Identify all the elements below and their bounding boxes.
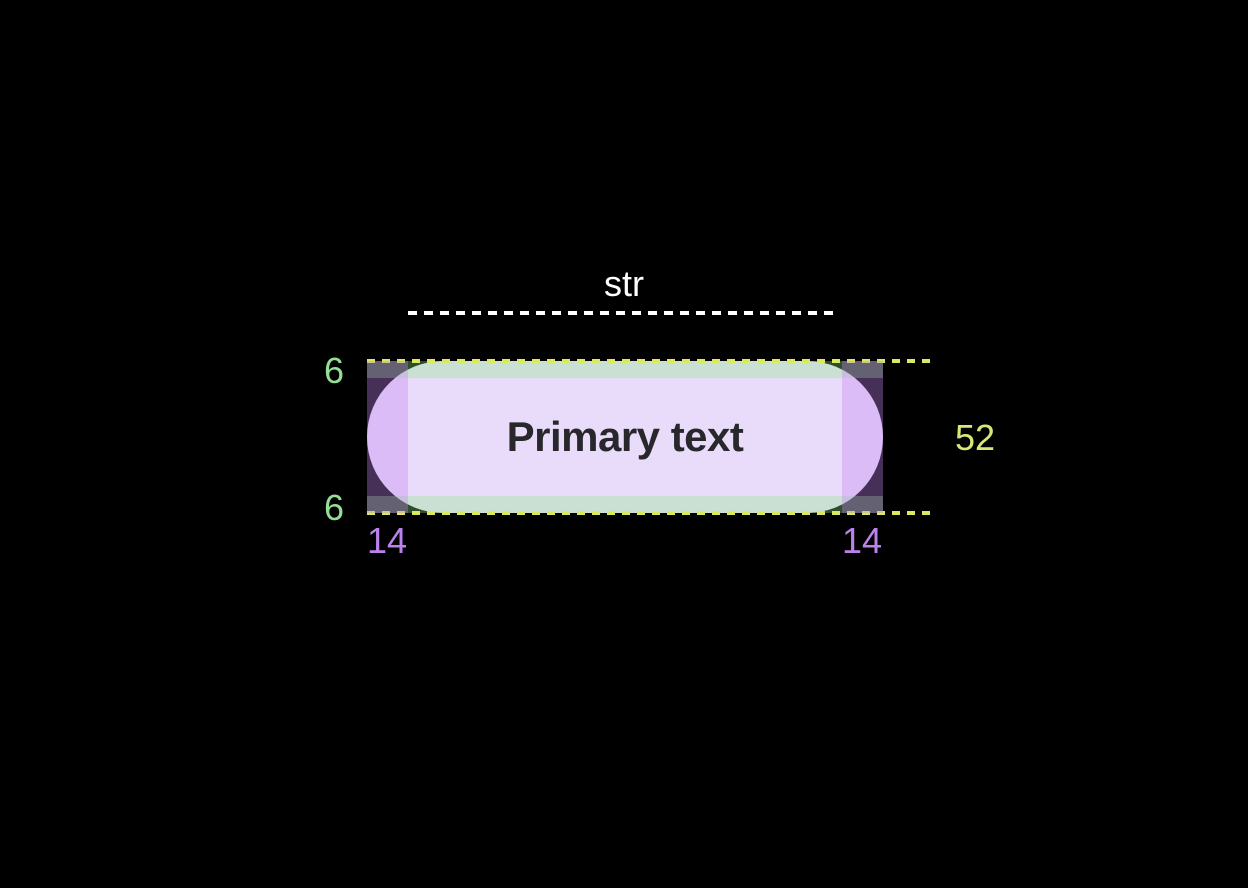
- bottom-padding-value: 6: [323, 487, 344, 528]
- right-padding-overlay: [842, 361, 883, 513]
- primary-button[interactable]: Primary text: [367, 361, 883, 513]
- left-padding-value: 14: [366, 520, 408, 561]
- string-width-dotted-line: [408, 311, 840, 315]
- button-label: Primary text: [506, 413, 744, 460]
- top-padding-overlay: [367, 361, 883, 378]
- bottom-boundary-dotted-line: [367, 511, 930, 515]
- button-spec-bounds: Primary text: [367, 359, 930, 515]
- left-padding-overlay: [367, 361, 408, 513]
- height-value: 52: [955, 417, 996, 458]
- bottom-padding-overlay: [367, 496, 883, 513]
- top-padding-value: 6: [323, 350, 344, 391]
- string-width-label: str: [604, 263, 644, 304]
- top-boundary-dotted-line: [367, 359, 930, 363]
- right-padding-value: 14: [841, 520, 883, 561]
